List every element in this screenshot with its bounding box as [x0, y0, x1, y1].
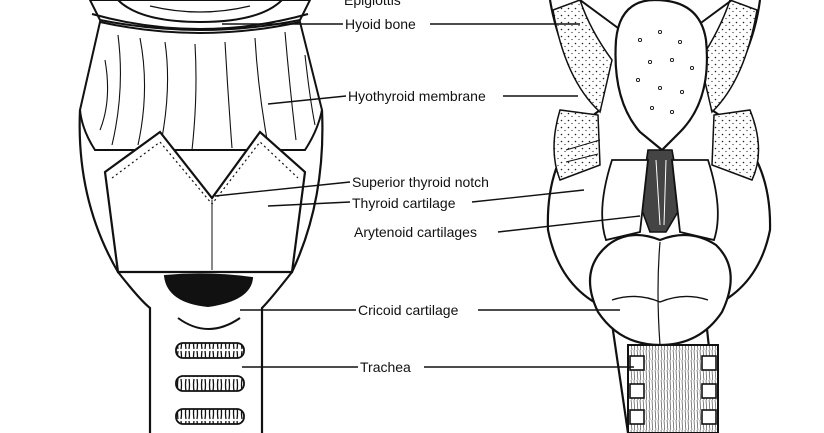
- leader-arytenoid-cartilages: [497, 215, 641, 233]
- hyoid-bone-front: [88, 0, 312, 31]
- trachea-back: [627, 344, 719, 433]
- label-epiglottis: Epiglottis: [342, 0, 403, 8]
- posterior-view: [546, 0, 772, 433]
- label-arytenoid-cartilages: Arytenoid cartilages: [352, 224, 479, 240]
- leader-lines: [214, 23, 641, 368]
- thyroid-cartilage-front: [103, 130, 307, 274]
- epiglottis-back: [614, 0, 709, 152]
- cricoid-cartilage-back: [588, 233, 732, 347]
- label-superior-thyroid-notch: Superior thyroid notch: [350, 174, 491, 190]
- anterior-view: [78, 0, 324, 433]
- arytenoid-cartilages-back: [565, 139, 719, 242]
- label-thyroid-cartilage: Thyroid cartilage: [350, 195, 458, 211]
- label-hyothyroid-membrane: Hyothyroid membrane: [346, 88, 488, 104]
- cricoid-cartilage-front: [117, 271, 293, 433]
- label-cricoid-cartilage: Cricoid cartilage: [356, 302, 461, 318]
- leader-hyothyroid-membrane: [267, 95, 578, 105]
- label-hyoid-bone: Hyoid bone: [343, 16, 418, 32]
- label-trachea: Trachea: [358, 359, 413, 375]
- leader-thyroid-cartilage: [267, 189, 585, 207]
- leader-superior-thyroid-notch: [214, 181, 351, 197]
- hyothyroid-membrane-front: [78, 20, 324, 151]
- trachea-rings-front: [175, 342, 245, 425]
